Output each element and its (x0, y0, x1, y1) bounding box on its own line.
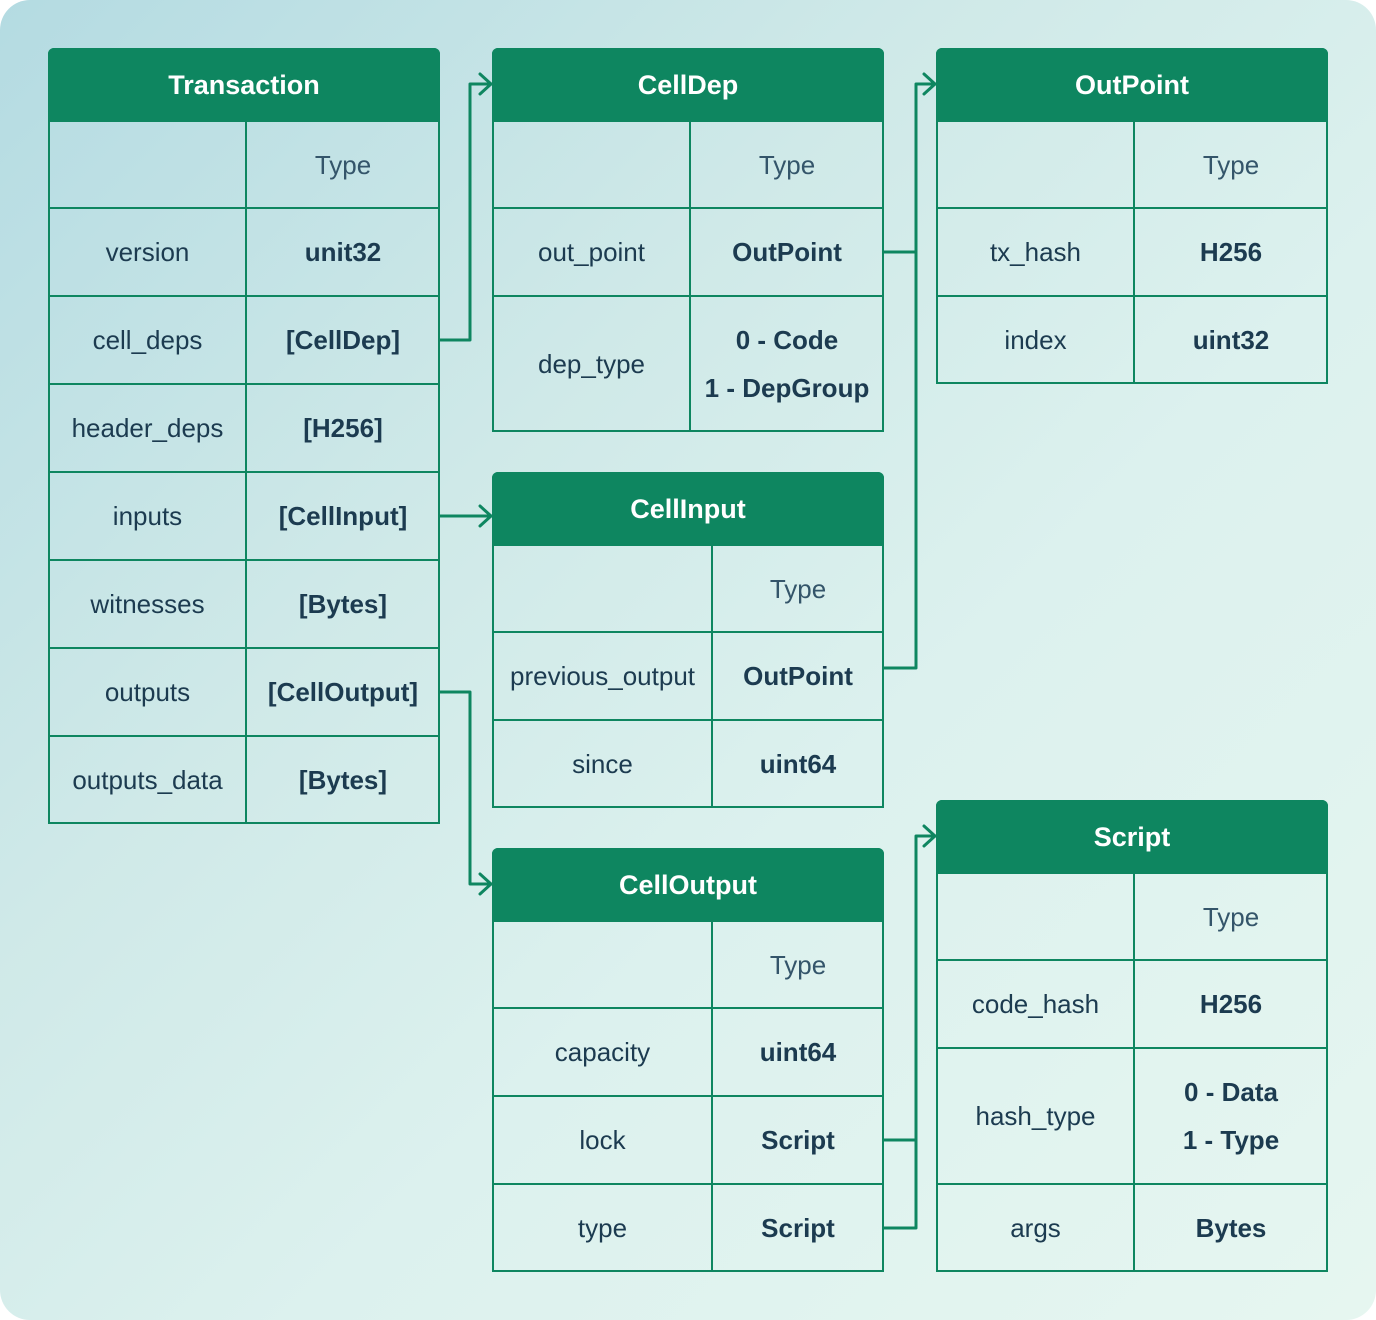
type-witnesses: [Bytes] (298, 588, 388, 619)
type-header-deps: [H256] (303, 412, 383, 443)
type-out-point: OutPoint (732, 236, 842, 267)
field-capacity: capacity (554, 1036, 651, 1067)
field-code-hash: code_hash (971, 988, 1100, 1019)
type-column-header: Type (1202, 149, 1260, 180)
type-lock: Script (761, 1124, 835, 1155)
field-outputs: outputs (104, 676, 191, 707)
table-title: Transaction (48, 48, 440, 122)
type-type: Script (761, 1212, 835, 1243)
field-cell-deps: cell_deps (92, 324, 203, 355)
field-header-deps: header_deps (71, 412, 224, 443)
type-previous-output: OutPoint (743, 660, 853, 691)
arrowhead-cellinput (478, 504, 493, 528)
field-outputs-data: outputs_data (72, 764, 223, 795)
type-cell-deps: [CellDep] (285, 324, 401, 355)
table-cellinput: CellInput Type previous_output OutPoint … (492, 472, 884, 808)
table-outpoint: OutPoint Type tx_hash H256 index uint32 (936, 48, 1328, 384)
type-column-header: Type (769, 949, 827, 980)
field-previous-output: previous_output (509, 660, 696, 691)
table-title: CellDep (492, 48, 884, 122)
field-inputs: inputs (112, 500, 183, 531)
hash-type-option-type: 1 - Type (1182, 1125, 1280, 1155)
table-celloutput: CellOutput Type capacity uint64 lock Scr… (492, 848, 884, 1272)
field-lock: lock (579, 1124, 626, 1155)
table-celldep: CellDep Type out_point OutPoint dep_type… (492, 48, 884, 432)
field-dep-type: dep_type (538, 348, 645, 379)
type-outputs: [CellOutput] (267, 676, 419, 707)
arrowhead-outpoint (922, 72, 937, 96)
field-args: args (1010, 1212, 1061, 1243)
table-title: OutPoint (936, 48, 1328, 122)
field-out-point: out_point (538, 236, 645, 267)
connector-cell-deps-to-celldep (438, 82, 493, 342)
type-code-hash: H256 (1199, 988, 1263, 1019)
type-index: uint32 (1192, 324, 1270, 355)
connector-previous-output-to-outpoint (882, 82, 937, 670)
field-type: type (577, 1212, 628, 1243)
type-column-header: Type (758, 149, 816, 180)
type-version: unit32 (304, 236, 382, 267)
field-witnesses: witnesses (90, 588, 205, 619)
field-version: version (105, 236, 190, 267)
type-tx-hash: H256 (1199, 236, 1263, 267)
field-tx-hash: tx_hash (989, 236, 1082, 267)
table-title: CellOutput (492, 848, 884, 922)
type-since: uint64 (759, 748, 837, 779)
arrowhead-script (922, 824, 937, 848)
hash-type-option-data: 0 - Data (1184, 1077, 1278, 1107)
field-index: index (1004, 324, 1067, 355)
arrowhead-celldep (478, 72, 493, 96)
table-title: Script (936, 800, 1328, 874)
table-transaction: Transaction Type version unit32 cell_dep… (48, 48, 440, 824)
dep-type-option-depgroup: 1 - DepGroup (704, 373, 870, 403)
type-column-header: Type (769, 573, 827, 604)
type-column-header: Type (1202, 901, 1260, 932)
field-since: since (572, 748, 633, 779)
type-inputs: [CellInput] (278, 500, 408, 531)
table-title: CellInput (492, 472, 884, 546)
field-hash-type: hash_type (975, 1100, 1096, 1131)
connector-type-to-script (882, 834, 937, 1230)
type-hash-type: 0 - Data 1 - Type (1134, 1048, 1328, 1184)
table-script: Script Type code_hash H256 hash_type 0 -… (936, 800, 1328, 1272)
type-outputs-data: [Bytes] (298, 764, 388, 795)
type-args: Bytes (1195, 1212, 1267, 1243)
connector-outputs-to-celloutput (438, 690, 493, 886)
type-capacity: uint64 (759, 1036, 837, 1067)
type-column-header: Type (314, 149, 372, 180)
dep-type-option-code: 0 - Code (735, 325, 839, 355)
type-dep-type: 0 - Code 1 - DepGroup (690, 296, 884, 432)
arrowhead-celloutput (478, 872, 493, 896)
